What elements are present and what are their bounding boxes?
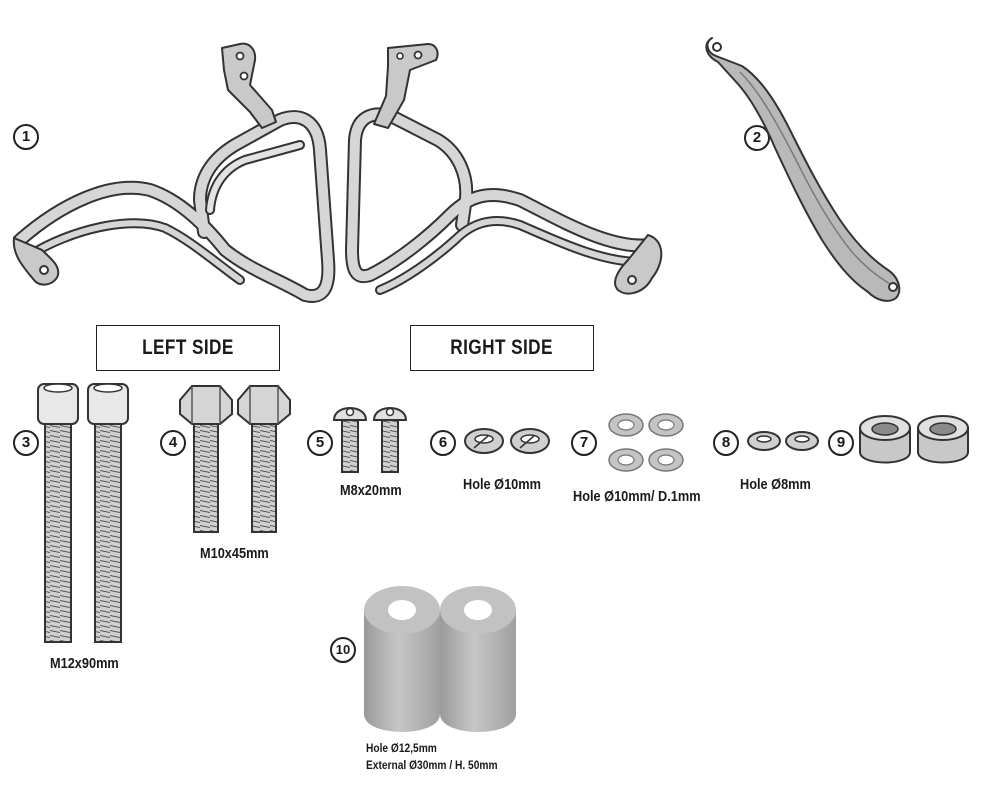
- part-10-spec-line1: Hole Ø12,5mm: [366, 741, 437, 755]
- left-side-label: LEFT SIDE: [96, 325, 280, 371]
- part-7-spec: Hole Ø10mm/ D.1mm: [573, 488, 701, 505]
- part-8-spec: Hole Ø8mm: [740, 476, 811, 493]
- part-4-spec: M10x45mm: [200, 545, 269, 562]
- part-number-7: 7: [571, 430, 597, 456]
- part-number-2: 2: [744, 125, 770, 151]
- right-side-text: RIGHT SIDE: [450, 336, 554, 359]
- left-side-text: LEFT SIDE: [142, 336, 234, 359]
- part-number-3: 3: [13, 430, 39, 456]
- part-number-8: 8: [713, 430, 739, 456]
- part-number-1: 1: [13, 124, 39, 150]
- part-3-spec: M12x90mm: [50, 655, 119, 672]
- part-number-4: 4: [160, 430, 186, 456]
- part-10-spec-line2: External Ø30mm / H. 50mm: [366, 758, 498, 772]
- right-side-label: RIGHT SIDE: [410, 325, 594, 371]
- part-number-9: 9: [828, 430, 854, 456]
- part-number-10: 10: [330, 637, 356, 663]
- part-number-5: 5: [307, 430, 333, 456]
- part-6-spec: Hole Ø10mm: [463, 476, 541, 493]
- part-5-spec: M8x20mm: [340, 482, 402, 499]
- part-number-6: 6: [430, 430, 456, 456]
